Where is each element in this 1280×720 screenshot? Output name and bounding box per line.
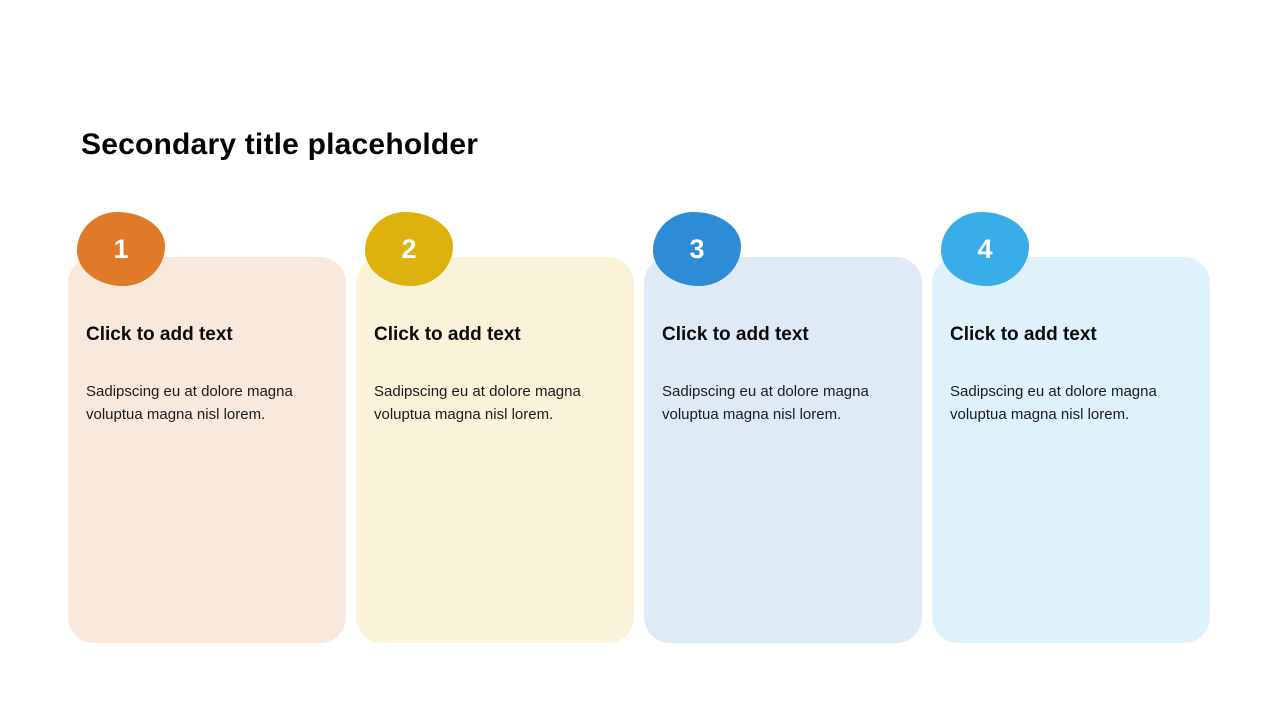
- step-card-2[interactable]: 2 Click to add text Sadipscing eu at dol…: [356, 212, 634, 643]
- step-3-body-text[interactable]: Sadipscing eu at dolore magna voluptua m…: [662, 383, 869, 423]
- step-2-heading-placeholder[interactable]: Click to add text: [374, 324, 521, 345]
- step-3-heading-placeholder[interactable]: Click to add text: [662, 324, 809, 345]
- step-1-number-badge: 1: [77, 212, 165, 286]
- step-4-number-badge: 4: [941, 212, 1029, 286]
- step-3-number-badge: 3: [653, 212, 741, 286]
- step-2-number-badge: 2: [365, 212, 453, 286]
- step-4-number: 4: [977, 233, 993, 264]
- step-1-body-text[interactable]: Sadipscing eu at dolore magna voluptua m…: [86, 383, 293, 423]
- step-1-heading-placeholder[interactable]: Click to add text: [86, 324, 233, 345]
- step-4-heading-placeholder[interactable]: Click to add text: [950, 324, 1097, 345]
- steps-row: 1 Click to add text Sadipscing eu at dol…: [68, 212, 1210, 643]
- step-4-body-text[interactable]: Sadipscing eu at dolore magna voluptua m…: [950, 383, 1157, 423]
- step-2-number: 2: [401, 233, 417, 264]
- step-card-4[interactable]: 4 Click to add text Sadipscing eu at dol…: [932, 212, 1210, 643]
- slide-title[interactable]: Secondary title placeholder: [81, 128, 479, 161]
- step-card-1[interactable]: 1 Click to add text Sadipscing eu at dol…: [68, 212, 346, 643]
- step-3-number: 3: [689, 233, 705, 264]
- step-1-number: 1: [113, 233, 129, 264]
- step-2-body-text[interactable]: Sadipscing eu at dolore magna voluptua m…: [374, 383, 581, 423]
- step-card-3[interactable]: 3 Click to add text Sadipscing eu at dol…: [644, 212, 922, 643]
